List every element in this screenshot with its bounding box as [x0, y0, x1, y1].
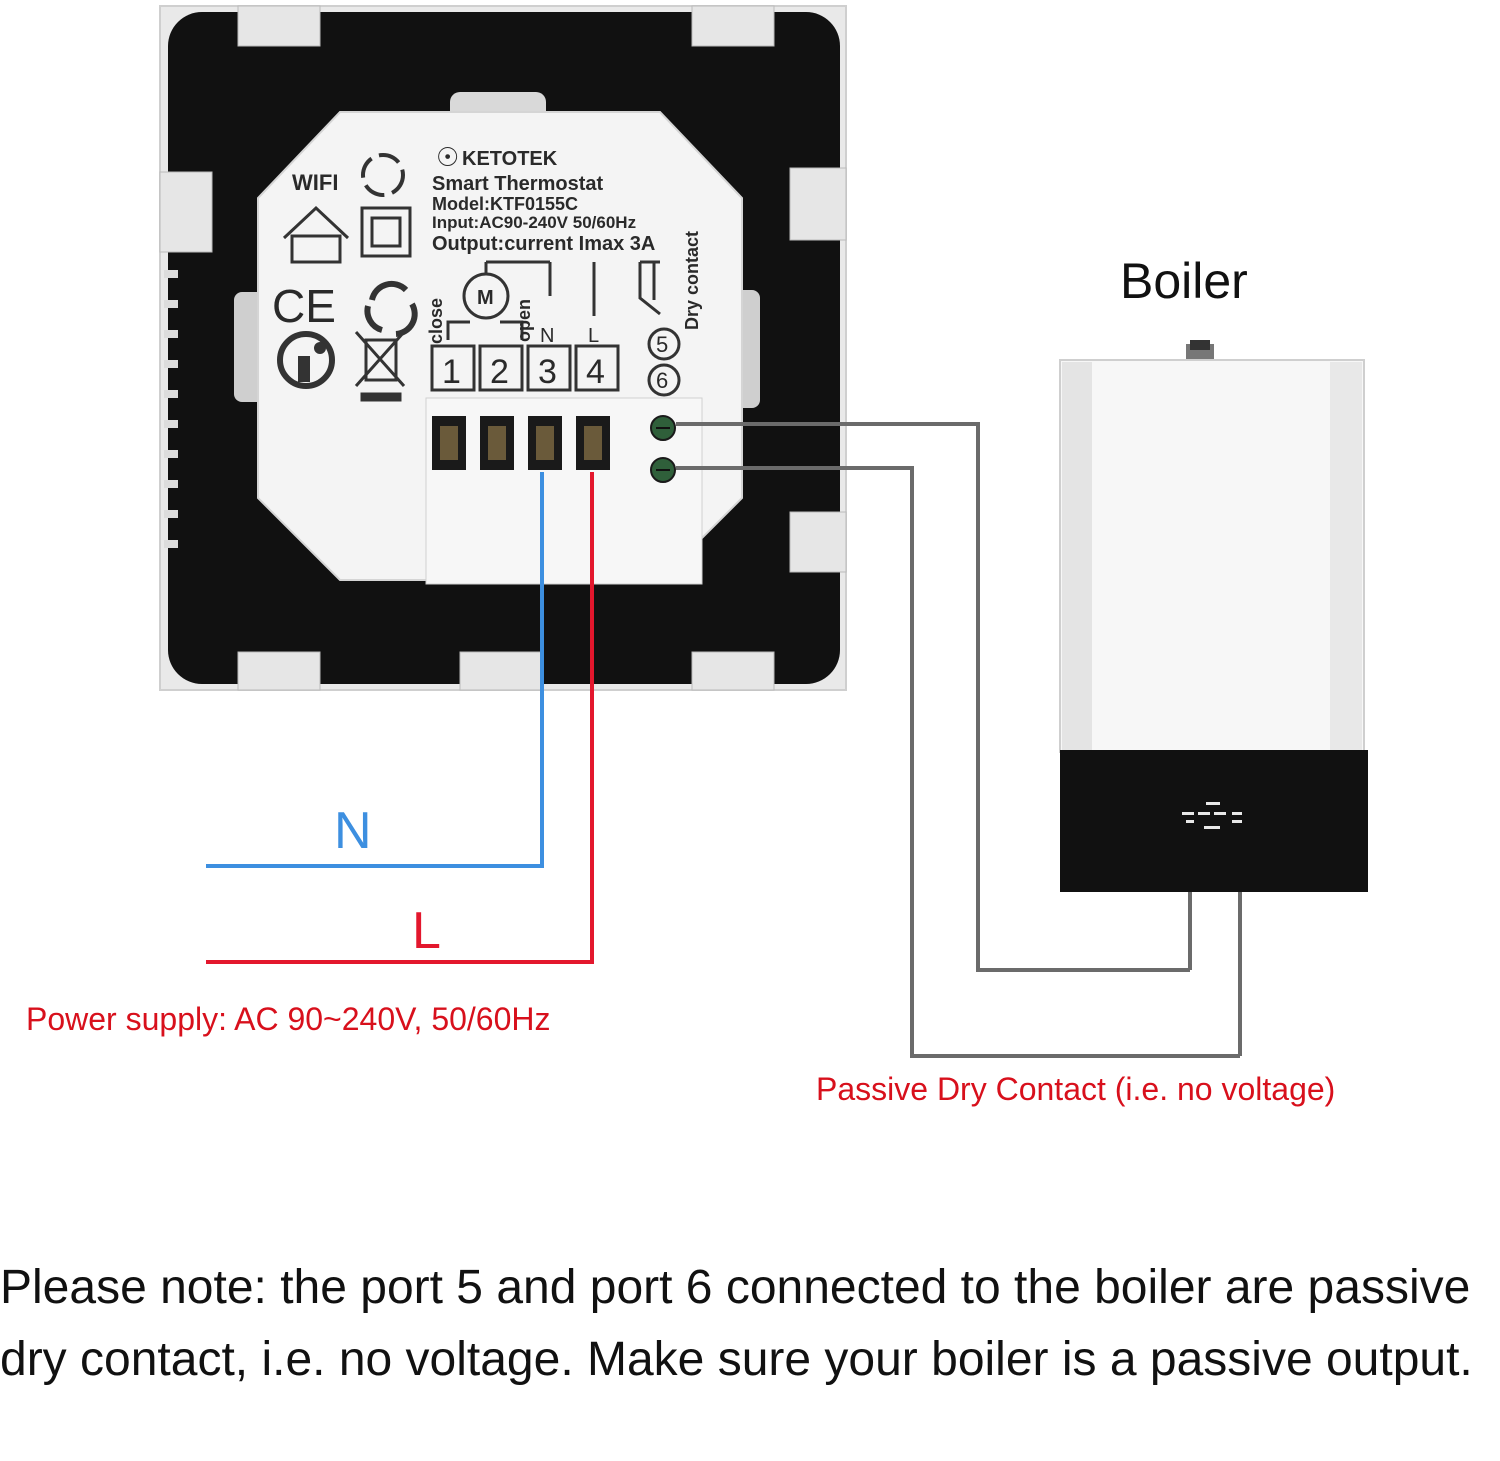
label-live: L — [588, 325, 599, 347]
wifi-label: WIFI — [292, 170, 338, 195]
label-dry-contact: Dry contact — [682, 231, 702, 330]
boiler-body — [1059, 359, 1365, 753]
live-label: L — [412, 902, 441, 960]
neutral-wire — [206, 472, 544, 868]
ketotek-logo-icon: ☉ — [436, 142, 459, 172]
terminal-2: 2 — [490, 353, 509, 391]
double-insulation-icon — [360, 206, 412, 258]
terminal-1: 1 — [442, 353, 461, 391]
thermostat-module — [257, 111, 743, 585]
module-labels: ☉ KETOTEK Smart Thermostat Model:KTF0155… — [272, 142, 702, 393]
boiler-title: Boiler — [1120, 253, 1248, 309]
wifi-ring-icon — [361, 153, 405, 197]
recycle-icon — [364, 280, 418, 337]
live-wire — [206, 472, 594, 964]
neutral-label: N — [334, 802, 372, 860]
motor-symbol-icon — [446, 260, 552, 340]
product-name: Smart Thermostat — [432, 173, 603, 195]
label-neutral: N — [540, 325, 554, 347]
terminal-3: 3 — [538, 353, 557, 391]
boiler-control-panel — [1060, 750, 1368, 892]
output-rating: Output:current Imax 3A — [432, 233, 655, 255]
dry-wire-port-5 — [676, 422, 1190, 972]
boiler-unit — [1059, 340, 1368, 1056]
input-rating: Input:AC90-240V 50/60Hz — [432, 213, 636, 232]
ce-mark: CE — [272, 280, 336, 332]
relay-contact-icon — [638, 260, 661, 316]
home-icon — [282, 205, 350, 264]
label-close: close — [426, 298, 446, 344]
label-open: open — [514, 299, 534, 342]
port-6: 6 — [656, 368, 668, 393]
installation-note: Please note: the port 5 and port 6 conne… — [0, 1261, 1473, 1386]
terminal-number-boxes — [430, 344, 620, 392]
motor-letter: M — [477, 287, 494, 309]
tidyman-icon — [277, 331, 335, 389]
port-5: 5 — [656, 332, 668, 357]
model-number: Model:KTF0155C — [432, 194, 578, 214]
dry-wire-port-6 — [676, 466, 1240, 1058]
weee-bin-icon — [354, 331, 406, 402]
power-supply-caption: Power supply: AC 90~240V, 50/60Hz — [26, 1001, 551, 1037]
dry-contact-wires — [676, 422, 1240, 1058]
brand-name: KETOTEK — [462, 148, 558, 170]
boiler-display-icon — [1182, 802, 1242, 829]
terminal-4: 4 — [586, 353, 605, 391]
dry-contact-caption: Passive Dry Contact (i.e. no voltage) — [816, 1071, 1335, 1107]
